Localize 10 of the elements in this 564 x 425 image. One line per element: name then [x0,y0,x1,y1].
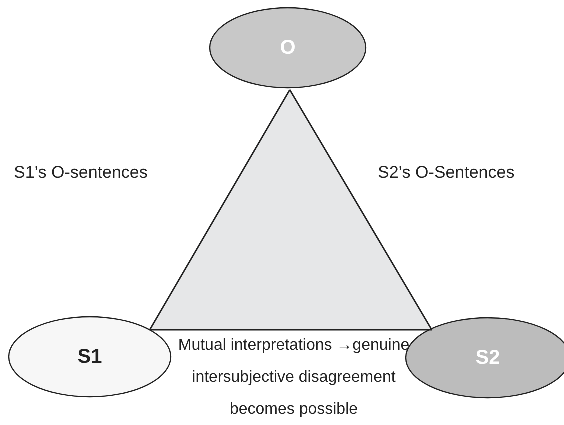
edge-label: S1’s O-sentences [14,162,149,184]
triangle-side [150,329,432,331]
node-label: S2 [476,346,500,371]
triangle-side [289,90,433,330]
triangle-side [149,90,291,330]
ellipse-node [8,316,172,398]
edge-label: S2’s O-Sentences [378,162,516,184]
ellipse-node [209,7,367,89]
node-label: S1 [78,345,102,370]
edge-label: Mutual interpretations →genuine intersubjective disagreement becomes possible [177,336,411,420]
